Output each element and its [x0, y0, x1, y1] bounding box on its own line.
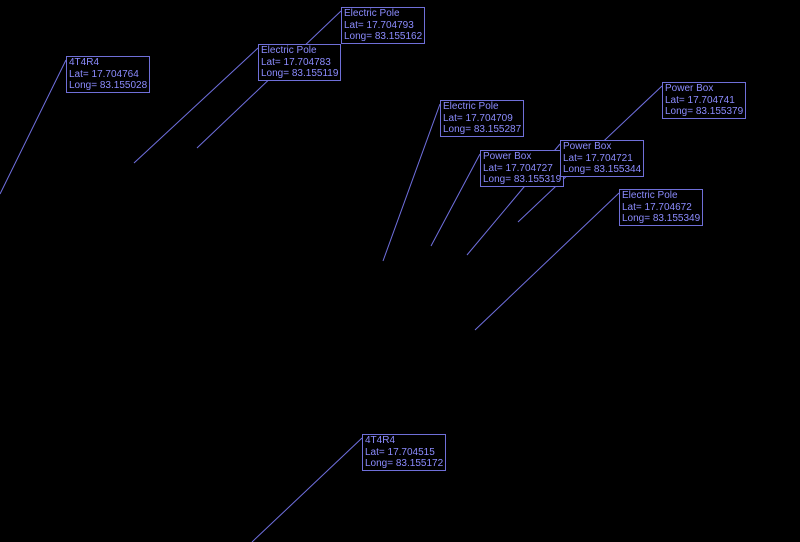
marker-label-electric-pole[interactable]: Electric Pole Lat= 17.704672 Long= 83.15…: [619, 189, 704, 226]
marker-lat: Lat= 17.704515: [365, 446, 435, 458]
marker-title: 4T4R4: [365, 435, 396, 446]
marker-title: Electric Pole: [443, 101, 499, 112]
marker-lat: Lat= 17.704783: [261, 56, 331, 68]
leader-line: [430, 153, 481, 247]
leader-line: [382, 103, 441, 262]
marker-long: Long= 83.155379: [665, 106, 744, 117]
marker-label-electric-pole[interactable]: Electric Pole Lat= 17.704793 Long= 83.15…: [341, 7, 426, 44]
marker-label-4t4r4[interactable]: 4T4R4 Lat= 17.704515 Long= 83.155172: [362, 434, 447, 471]
marker-long: Long= 83.155028: [69, 80, 148, 91]
marker-lat: Lat= 17.704764: [69, 68, 139, 80]
marker-lat: Lat= 17.704727: [483, 162, 553, 174]
marker-label-electric-pole[interactable]: Electric Pole Lat= 17.704783 Long= 83.15…: [258, 44, 342, 81]
marker-label-4t4r4[interactable]: 4T4R4 Lat= 17.704764 Long= 83.155028: [66, 56, 151, 93]
marker-title: Electric Pole: [344, 8, 400, 19]
marker-label-electric-pole[interactable]: Electric Pole Lat= 17.704709 Long= 83.15…: [440, 100, 525, 137]
marker-title: 4T4R4: [69, 57, 100, 68]
marker-lat: Lat= 17.704793: [344, 19, 414, 31]
marker-long: Long= 83.155287: [443, 124, 522, 135]
marker-lat: Lat= 17.704721: [563, 152, 633, 164]
marker-lat: Lat= 17.704709: [443, 112, 513, 124]
marker-long: Long= 83.155162: [344, 31, 423, 42]
leader-line: [474, 192, 620, 331]
leader-line: [133, 47, 259, 164]
marker-label-power-box[interactable]: Power Box Lat= 17.704721 Long= 83.155344: [560, 140, 645, 177]
leader-line: [251, 437, 363, 542]
marker-title: Power Box: [563, 141, 612, 152]
marker-title: Electric Pole: [261, 45, 317, 56]
marker-long: Long= 83.155319: [483, 174, 562, 185]
marker-long: Long= 83.155119: [261, 68, 339, 79]
marker-label-power-box[interactable]: Power Box Lat= 17.704727 Long= 83.155319: [480, 150, 565, 187]
marker-long: Long= 83.155172: [365, 458, 444, 469]
marker-lat: Lat= 17.704741: [665, 94, 735, 106]
marker-title: Electric Pole: [622, 190, 678, 201]
leader-line: [0, 59, 67, 195]
marker-long: Long= 83.155344: [563, 164, 642, 175]
marker-long: Long= 83.155349: [622, 213, 701, 224]
marker-label-power-box[interactable]: Power Box Lat= 17.704741 Long= 83.155379: [662, 82, 747, 119]
marker-title: Power Box: [483, 151, 532, 162]
marker-title: Power Box: [665, 83, 714, 94]
marker-lat: Lat= 17.704672: [622, 201, 692, 213]
